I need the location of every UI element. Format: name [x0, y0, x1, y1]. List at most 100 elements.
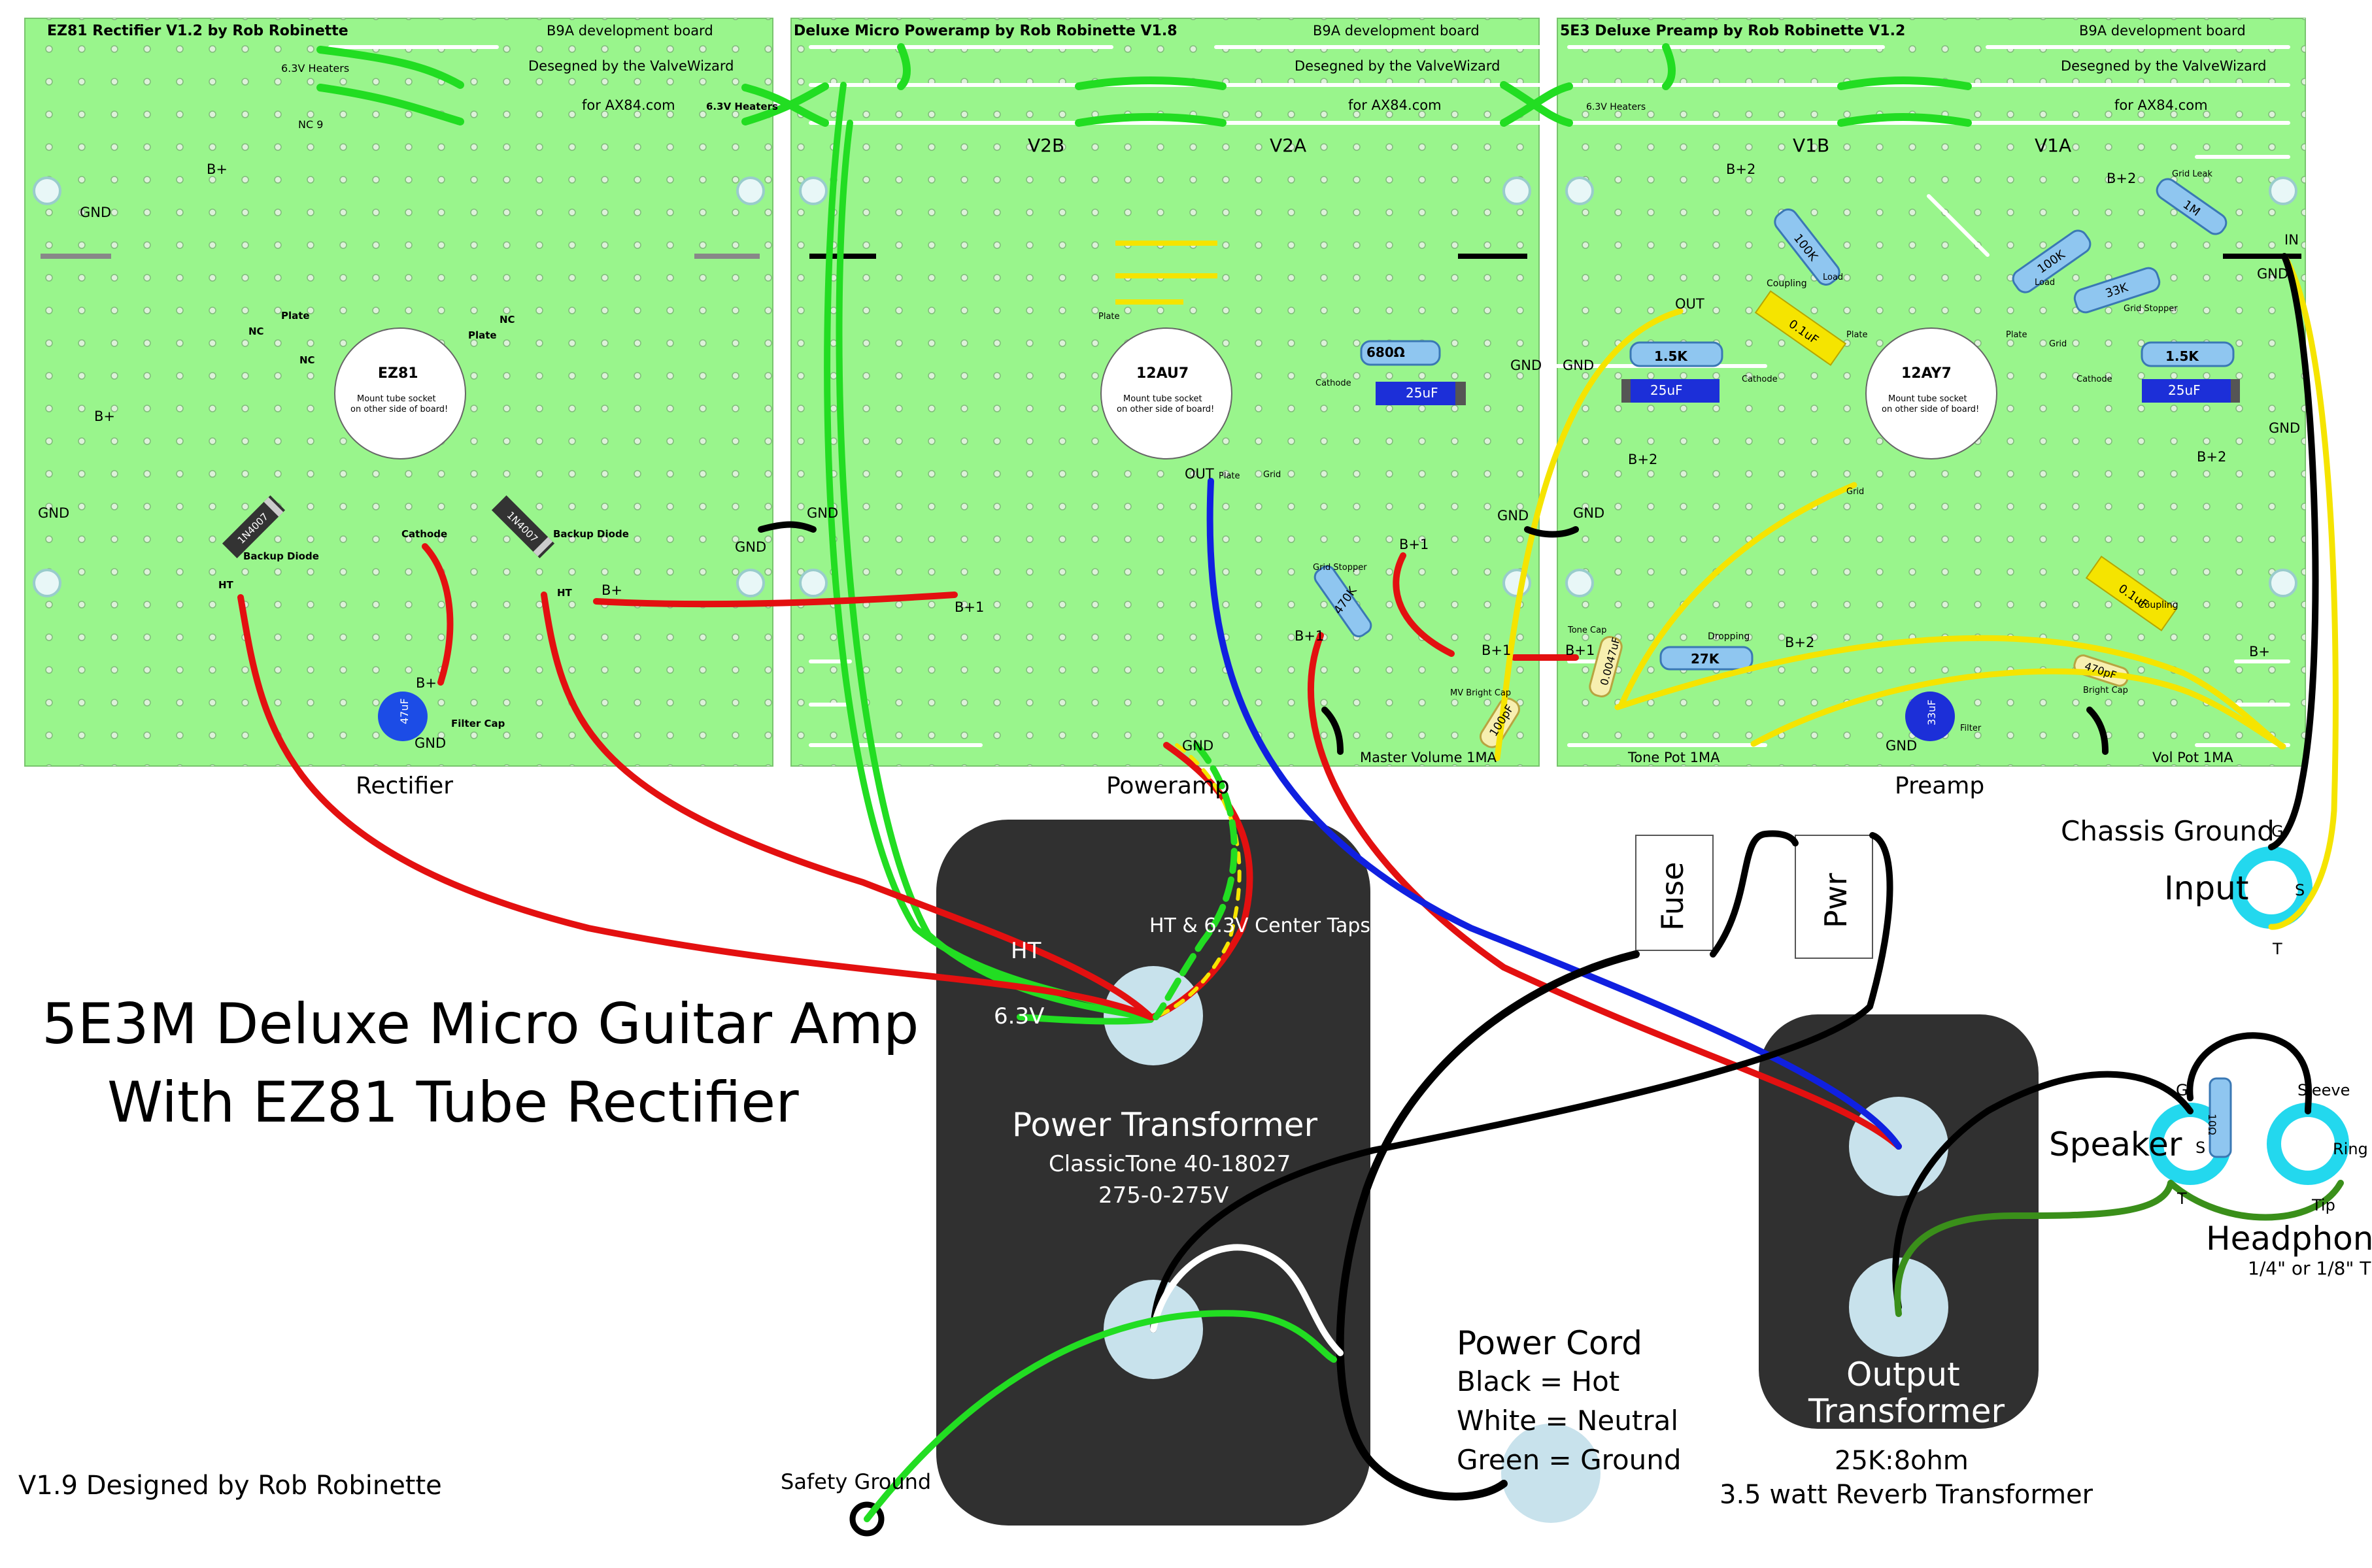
title-line-1: 5E3M Deluxe Micro Guitar Amp: [42, 992, 919, 1057]
headphone-label: Headphone: [2206, 1220, 2372, 1258]
preamp-dropping: Dropping: [1708, 631, 1750, 642]
preamp-v1a: V1A: [2035, 135, 2071, 156]
preamp-cathode-1: Cathode: [1742, 375, 1778, 384]
preamp-grid-1: Grid: [2049, 339, 2067, 349]
preamp-coupling-label-1: Coupling: [1767, 278, 1807, 289]
preamp-bplus2-3: B+2: [1628, 452, 1657, 467]
pt-heater: 6.3V: [994, 1003, 1044, 1029]
headphone-resistor-label: 10Ω: [2206, 1114, 2218, 1135]
preamp-gnd-5: GND: [1886, 738, 1917, 754]
rectifier-filter-cap: Filter Cap: [451, 718, 505, 729]
rectifier-plate-2: Plate: [468, 329, 497, 341]
preamp-gnd-1: GND: [2257, 266, 2288, 282]
power-transformer-labels: Power Transformer ClassicTone 40-18027 2…: [994, 914, 1370, 1209]
12au7-mount: Mount tube socket: [1123, 394, 1202, 404]
preamp-cathode-2: Cathode: [2076, 375, 2112, 384]
poweramp-c-cathode: 25uF: [1406, 385, 1438, 401]
rectifier-nc-3: NC: [500, 314, 515, 325]
preamp-plate-2: Plate: [2006, 330, 2027, 340]
12ay7-mount: Mount tube socket: [1888, 394, 1967, 404]
12au7-label: 12AU7: [1136, 365, 1189, 382]
preamp-in: IN: [2284, 232, 2299, 248]
poweramp-board-labels: Deluxe Micro Poweramp by Rob Robinette V…: [706, 23, 1542, 799]
output-transformer-labels: Output Transformer 25K:8ohm 3.5 watt Rev…: [1720, 1356, 2093, 1510]
poweramp-title: Deluxe Micro Poweramp by Rob Robinette V…: [794, 23, 1178, 39]
poweramp-v2b: V2B: [1028, 135, 1064, 156]
poweramp-mv-cap-label: MV Bright Cap: [1450, 688, 1511, 698]
rectifier-cap-value: 47uF: [398, 698, 411, 724]
pt-model: ClassicTone 40-18027: [1049, 1151, 1291, 1177]
pt-title: Power Transformer: [1012, 1106, 1318, 1144]
poweramp-bplus1-2: B+1: [1399, 537, 1429, 552]
rectifier-bplus-4: B+: [416, 675, 437, 691]
poweramp-plate-2: Plate: [1219, 471, 1240, 481]
speaker-s: S: [2195, 1139, 2205, 1157]
preamp-c-filter: 33uF: [1925, 699, 1938, 726]
poweramp-v2a: V2A: [1270, 135, 1306, 156]
rectifier-gnd-2: GND: [38, 505, 69, 521]
preamp-r-cathode-2: 1.5K: [2165, 348, 2199, 364]
preamp-out: OUT: [1675, 296, 1704, 312]
tube-socket-12au7: [1100, 327, 1232, 459]
poweramp-grid: Grid: [1263, 470, 1281, 480]
preamp-c-cathode-1: 25uF: [1650, 382, 1683, 398]
preamp-gnd-2: GND: [2269, 420, 2300, 436]
tube-socket-ez81: [334, 327, 466, 459]
rectifier-plate-1: Plate: [281, 310, 310, 322]
rectifier-b9a: B9A development board: [547, 23, 713, 39]
power-cord-black: Black = Hot: [1457, 1365, 1619, 1397]
preamp-load-label-2: Load: [2035, 278, 2055, 288]
poweramp-bplus1-4: B+1: [1482, 642, 1511, 658]
preamp-designed: Desegned by the ValveWizard: [2061, 58, 2267, 74]
preamp-gnd-4: GND: [1573, 505, 1604, 521]
headphone-sub: 1/4" or 1/8" TRS: [2248, 1258, 2372, 1279]
poweramp-gnd-1: GND: [1510, 358, 1542, 373]
headphone-tip: Tip: [2311, 1196, 2335, 1214]
preamp-grid-leak: Grid Leak: [2172, 169, 2212, 179]
ot-line-1: Output: [1846, 1356, 1960, 1393]
12au7-mount2: on other side of board!: [1117, 405, 1214, 414]
preamp-vol-pot: Vol Pot 1MA: [2152, 750, 2233, 765]
poweramp-caption: Poweramp: [1106, 773, 1230, 799]
preamp-plate-1: Plate: [1846, 330, 1868, 340]
ez81-mount2: on other side of board!: [350, 405, 448, 414]
headphone-jack: [2267, 1103, 2349, 1185]
preamp-heaters: 6.3V Heaters: [1586, 102, 1646, 112]
preamp-bplus2-2: B+2: [2107, 171, 2136, 186]
ot-spec-2: 3.5 watt Reverb Transformer: [1720, 1480, 2093, 1510]
input-jack: [2230, 846, 2313, 929]
power-labels: Fuse Pwr Power Cord Black = Hot White = …: [781, 862, 1854, 1494]
preamp-r-cathode-1: 1.5K: [1654, 348, 1688, 364]
poweramp-designed: Desegned by the ValveWizard: [1295, 58, 1500, 74]
power-cord-grommet: [1501, 1424, 1601, 1523]
ot-line-2: Transformer: [1808, 1392, 2005, 1430]
rectifier-ht-1: HT: [218, 579, 234, 591]
preamp-for: for AX84.com: [2114, 97, 2208, 113]
pt-center-taps: HT & 6.3V Center Taps: [1149, 914, 1370, 937]
fuse-label: Fuse: [1655, 862, 1690, 931]
rectifier-nc9: NC 9: [298, 118, 323, 131]
preamp-caption: Preamp: [1895, 773, 1984, 799]
poweramp-grid-stopper: Grid Stopper: [1313, 563, 1367, 573]
pt-ht: HT: [1011, 938, 1042, 964]
ez81-label: EZ81: [378, 365, 418, 382]
ez81-mount: Mount tube socket: [357, 394, 436, 404]
main-title: 5E3M Deluxe Micro Guitar Amp With EZ81 T…: [18, 992, 919, 1501]
headphone-resistor: [2209, 1077, 2232, 1158]
preamp-r-dropping: 27K: [1691, 651, 1720, 667]
preamp-b9a: B9A development board: [2079, 23, 2246, 39]
poweramp-cathode: Cathode: [1315, 378, 1351, 388]
power-cord-white: White = Neutral: [1457, 1405, 1678, 1437]
wires: [237, 43, 2344, 1522]
rectifier-bplus-3: B+: [601, 582, 622, 598]
mounting-holes: [33, 176, 2297, 597]
12ay7-label: 12AY7: [1901, 365, 1952, 382]
rectifier-board: [24, 18, 773, 767]
jack-labels: Chassis Ground Input G S T Speaker G S T…: [2049, 815, 2372, 1279]
title-line-2: With EZ81 Tube Rectifier: [107, 1070, 799, 1135]
rectifier-gnd-3: GND: [415, 735, 446, 751]
speaker-label: Speaker: [2049, 1126, 2182, 1163]
input-t: T: [2272, 940, 2282, 958]
power-cord-green: Green = Ground: [1457, 1444, 1682, 1476]
board-components: [41, 178, 2301, 748]
